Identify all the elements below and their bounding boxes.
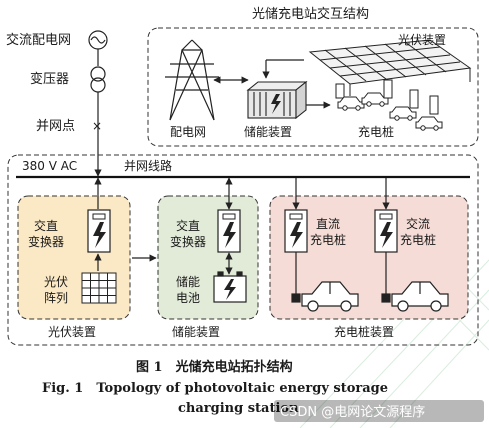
pcc-label: 并网点 [36,119,75,134]
battery-label-2: 电池 [176,291,200,305]
pv-array-icon [81,272,117,304]
pv-array-label-2: 阵列 [44,291,68,305]
station-box [7,154,479,346]
distribution-grid-label: 配电网 [170,125,206,139]
ac-charger-label-2: 充电桩 [400,232,436,247]
storage-converter-label-1: 交直 [176,218,200,233]
storage-converter-label-2: 变换器 [170,234,206,249]
top-charging-area-icon [335,79,443,131]
transformer-icon [90,66,106,93]
pv-array-label-1: 光伏 [44,275,68,289]
ac-car-icon [381,281,449,312]
dc-car-icon [291,281,359,312]
interaction-title: 光储充电站交互结构 [252,6,369,22]
pv-converter-label-1: 交直 [34,218,58,233]
csdn-watermark: CSDN @电网论文源程序 [280,405,425,420]
transmission-tower-icon [165,39,219,121]
ac-charger-icon [374,209,398,253]
bus-voltage-label: 380 V AC [22,159,77,173]
caption-cn: 图 1 光储充电站拓扑结构 [136,359,293,375]
storage-converter-icon [217,209,241,253]
battery-label-1: 储能 [176,274,200,289]
bus-line-label: 并网线路 [124,158,172,173]
caption-en-line1: Fig. 1 Topology of photovoltaic energy s… [42,381,388,396]
pcc-mark: × [92,119,102,133]
transformer-label: 变压器 [30,71,69,87]
pv-canopy-icon [308,39,472,96]
storage-unit-label: 储能装置 [172,324,220,339]
pv-converter-icon [87,209,111,253]
ac-charger-label-1: 交流 [406,216,430,231]
dc-charger-label-1: 直流 [316,217,340,231]
charging-pile-label-top: 充电桩 [358,124,394,139]
dc-charger-icon [284,209,308,253]
caption-en-line2: charging station [178,401,299,416]
pv-unit-label: 光伏装置 [48,325,96,339]
interaction-structure-box [147,27,479,147]
storage-device-label: 储能装置 [244,124,292,139]
ac-grid-label: 交流配电网 [6,32,71,48]
storage-container-icon [246,80,308,120]
ac-source-icon [88,30,108,50]
pv-device-label: 光伏装置 [398,33,446,47]
dc-charger-label-2: 充电桩 [310,232,346,247]
watermark-background [274,400,484,422]
charging-unit-label: 充电桩装置 [334,324,394,339]
pv-converter-label-2: 变换器 [28,234,64,249]
battery-icon [213,271,247,303]
